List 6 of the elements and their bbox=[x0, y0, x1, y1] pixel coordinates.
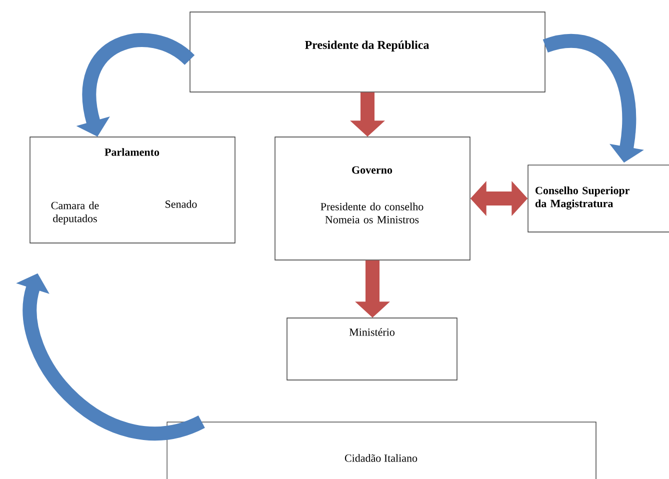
box: Conselho Superiopr da Magistratura bbox=[528, 164, 669, 232]
box: Presidente da República bbox=[190, 12, 546, 92]
box: Parlamento Camara de deputados Senado bbox=[30, 136, 236, 244]
box: Cidadão Italiano bbox=[166, 422, 596, 479]
box: Ministério bbox=[286, 318, 458, 380]
box: Governo Presidente do conselho Nomeia os Ministros bbox=[274, 136, 470, 260]
